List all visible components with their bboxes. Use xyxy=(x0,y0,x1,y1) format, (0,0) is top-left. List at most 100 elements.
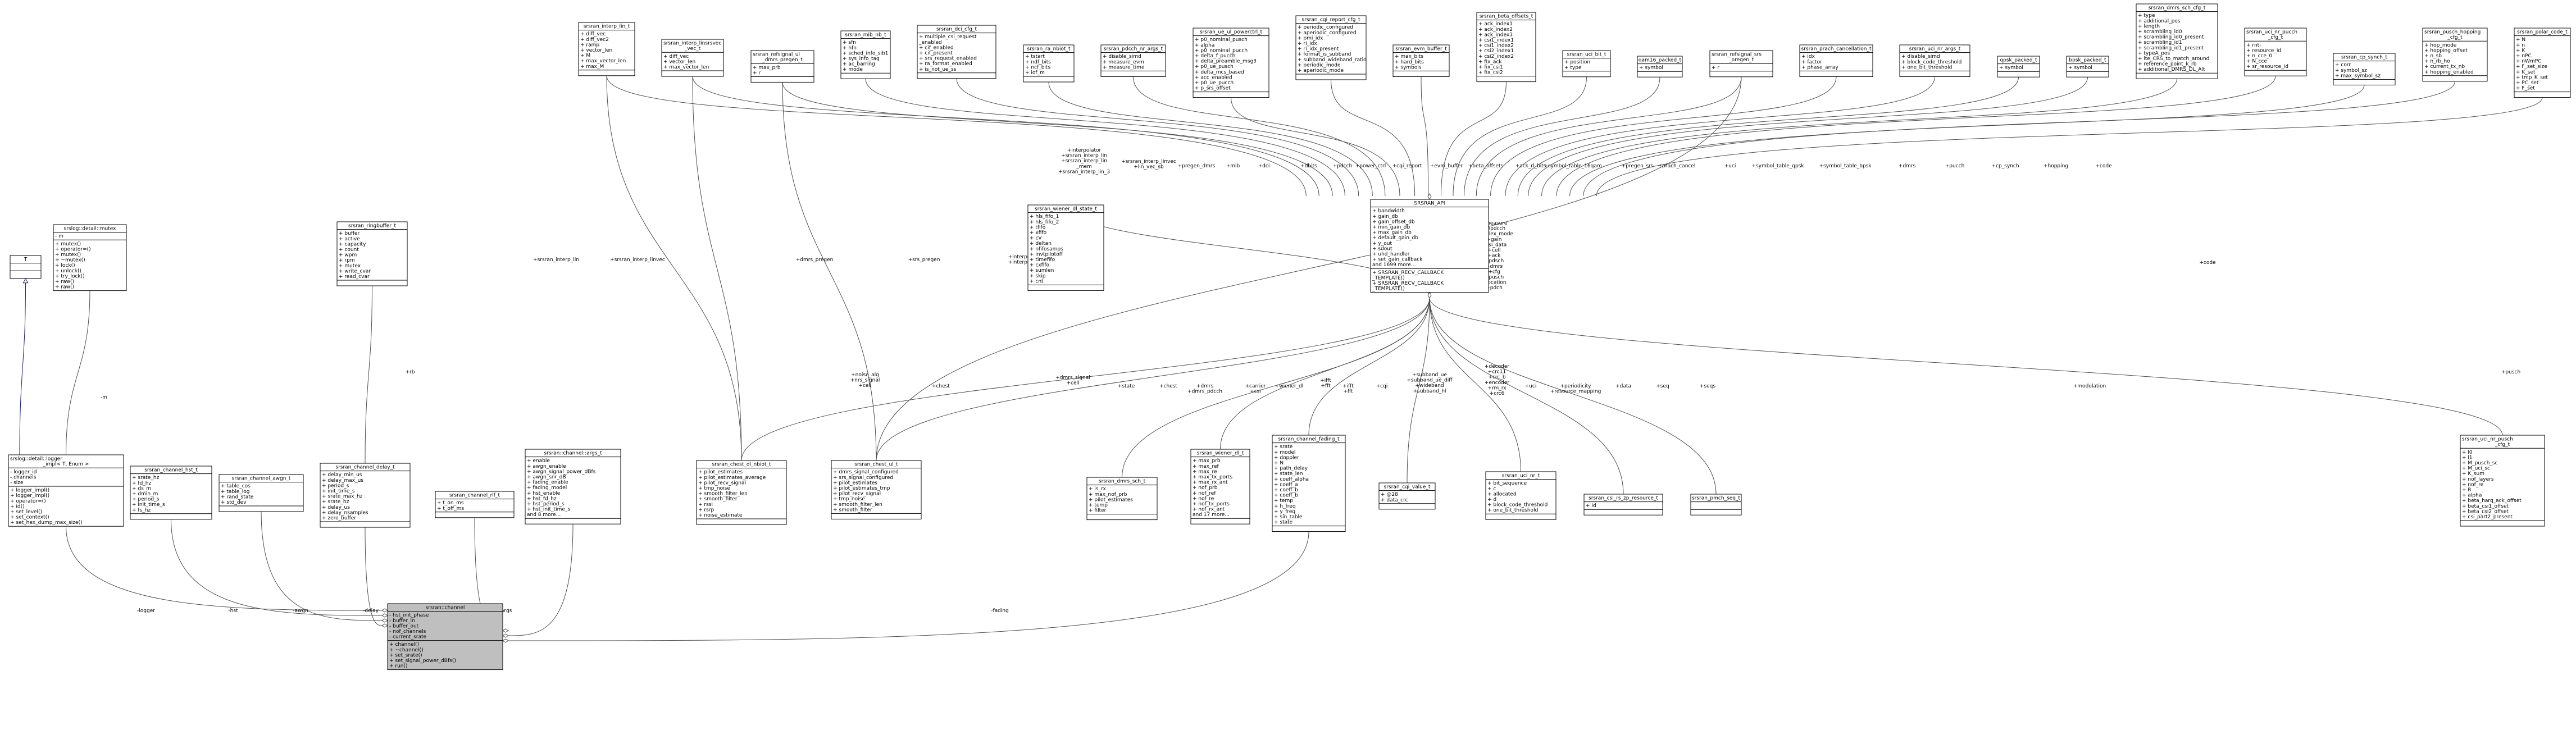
class-node-uci_nr_args[interactable]: srsran_uci_nr_args_t+ disable_simd+ bloc… xyxy=(1899,44,1970,77)
edge-label-lbl_data: +data xyxy=(1615,384,1631,389)
class-attribute: + sumlen xyxy=(1030,268,1054,273)
class-name: srsran_interp_linsrsvec xyxy=(663,41,721,47)
class-name: srsran_prach_cancellation_t xyxy=(1801,47,1871,52)
class-node-channel[interactable]: srsran::channel- hst_init_phase- buffer_… xyxy=(387,603,503,670)
edge-label-lbl_carrier: +carrier+csi xyxy=(1245,384,1266,395)
class-node-dci_cfg[interactable]: srsran_dci_cfg_t+ multiple_csi_request_e… xyxy=(917,25,996,79)
class-attribute: + pilot_estimates xyxy=(698,469,743,475)
class-attribute: + awgn_snr_dB xyxy=(527,474,566,480)
class-method: + logger_impl() xyxy=(10,493,49,499)
edge-label-text: +cqi xyxy=(1376,384,1388,389)
class-attribute: + p0_ue_pusch xyxy=(1195,64,1234,70)
edges-layer xyxy=(19,75,2543,643)
class-attribute: + phase_array xyxy=(1801,65,1838,70)
class-attribute: + length xyxy=(2138,24,2160,29)
class-node-qpsk_packed[interactable]: qpsk_packed_t+ symbol xyxy=(1997,56,2040,77)
class-node-ringbuffer[interactable]: srsran_ringbuffer_t+ buffer+ active+ cap… xyxy=(336,221,408,286)
edge-label-lbl_hopping: +hopping xyxy=(2043,163,2068,169)
edge-label-lbl_interp_lin: +interpolator+srsran_interp_lin+srsran_i… xyxy=(1058,148,1110,175)
class-attribute: + vector_len xyxy=(663,59,695,65)
class-node-chest_ul[interactable]: srsran_chest_ul_t+ dmrs_signal_configure… xyxy=(831,460,922,519)
edge-label-lbl_prach_cancel: +prach_cancel xyxy=(1658,163,1696,169)
class-attribute: + ack_index1 xyxy=(1478,21,1513,27)
class-node-cqi_report_cfg[interactable]: srsran_cqi_report_cfg_t+ periodic_config… xyxy=(1295,15,1367,80)
edge-label-text: +hopping xyxy=(2043,163,2068,169)
class-attribute: + hopping_enabled xyxy=(2424,70,2474,75)
class-node-cqi_value[interactable]: srsran_cqi_value_t+ @28+ data_crc xyxy=(1378,482,1436,510)
class-attribute: + state xyxy=(1274,520,1293,526)
class-attribute: - buffer_out xyxy=(389,623,419,629)
member-edge-mib_nb xyxy=(865,79,1345,197)
member-edge-channel-awgn xyxy=(261,511,383,621)
member-edge-refsignal_srs xyxy=(1476,76,1742,197)
class-node-chest_dl_nbiot[interactable]: srsran_chest_dl_nbiot_t+ pilot_estimates… xyxy=(696,460,787,525)
class-node-dmrs_sch_cfg[interactable]: srsran_dmrs_sch_cfg_t+ type+ additional_… xyxy=(2136,3,2218,79)
edge-label-text: +ifft xyxy=(1342,384,1354,389)
class-box xyxy=(8,454,124,527)
class-node-pusch_hopping[interactable]: srsran_pusch_hopping_cfg_t+ hop_mode+ ho… xyxy=(2422,28,2488,82)
class-attribute: + ndf_bits xyxy=(1025,60,1051,65)
class-node-wiener_dl_state[interactable]: srsran_wiener_dl_state_t+ hls_fifo_1+ hl… xyxy=(1027,204,1104,291)
class-node-template_t[interactable]: T xyxy=(10,255,42,279)
edge-label-text: +dmrs xyxy=(1486,264,1503,270)
class-attribute: + one_bit_threshold xyxy=(1487,508,1538,513)
class-node-hst[interactable]: srsran_channel_hst_t+ srate_hz+ fd_hz+ d… xyxy=(130,466,212,520)
class-attribute: + coeff_b xyxy=(1274,487,1298,493)
class-attribute: + pilot_recv_signal xyxy=(698,480,746,486)
class-node-ra_nbiot[interactable]: srsran_ra_nbiot_t+ tstart+ ndf_bits+ ncf… xyxy=(1023,44,1075,83)
class-attribute: + rssi xyxy=(698,502,713,508)
class-attribute: + r xyxy=(753,70,761,76)
class-node-pmch_seq[interactable]: srsran_pmch_seq_t xyxy=(1690,494,1742,515)
class-node-interp_linsrsvec[interactable]: srsran_interp_linsrsvec_vec_t+ diff_vec+… xyxy=(661,39,724,77)
class-box xyxy=(696,460,787,525)
edge-label-text: -awgn xyxy=(293,608,308,614)
class-node-mutex[interactable]: srslog::detail::mutex- m+ mutex()+ opera… xyxy=(53,224,127,291)
class-attribute: + delay_min_us xyxy=(322,472,362,478)
class-attribute: + alpha xyxy=(1195,43,1214,48)
member-edge-api-chest_ul xyxy=(876,298,1430,461)
class-box xyxy=(1997,56,2040,77)
class-node-polar_code[interactable]: srsran_polar_code_t+ N+ n+ K+ nPC+ nWmPC… xyxy=(2514,28,2571,98)
edge-label-text: +pucch xyxy=(1945,163,1965,169)
class-node-rlf[interactable]: srsran_channel_rlf_t+ t_on_ms+ t_off_ms xyxy=(435,491,515,518)
class-node-refsignal_ul_dmrs[interactable]: srsran_refsignal_ul_dmrs_pregen_t+ max_p… xyxy=(750,50,814,83)
class-node-qam16_packed[interactable]: qam16_packed_t+ symbol xyxy=(1637,56,1683,77)
class-node-logger[interactable]: srslog::detail::logger_impl< T, Enum >- … xyxy=(8,454,124,527)
edge-label-text: +csi_data xyxy=(1482,242,1507,248)
class-node-uci_bit[interactable]: srsran_uci_bit_t+ position+ type xyxy=(1562,50,1611,77)
edge-label-text: +decoder xyxy=(1485,364,1509,369)
class-name: srsran_mib_nb_t xyxy=(845,33,886,38)
class-node-bpsk_packed[interactable]: bpsk_packed_t+ symbol xyxy=(2066,56,2109,77)
class-node-args[interactable]: srsran::channel::args_t+ enable+ awgn_en… xyxy=(525,449,621,524)
class-node-csi_rs_zp[interactable]: srsran_csi_rs_zp_resource_t+ id xyxy=(1583,494,1663,515)
class-node-delay[interactable]: srsran_channel_delay_t+ delay_min_us+ de… xyxy=(320,463,411,528)
class-attribute: + p0_nominal_pucch xyxy=(1195,48,1248,53)
class-node-uci_nr_pucch[interactable]: srsran_uci_nr_pucch_cfg_t+ rnti+ resourc… xyxy=(2244,28,2307,76)
class-node-dmrs_sch[interactable]: srsran_dmrs_sch_t+ is_rx+ max_nof_prb+ p… xyxy=(1086,477,1158,521)
class-node-pdcch_nr_args[interactable]: srsran_pdcch_nr_args_t+ disable_simd+ me… xyxy=(1100,44,1166,77)
class-node-uci_nr_pusch[interactable]: srsran_uci_nr_pusch_cfg_t+ l0+ l1+ M_pus… xyxy=(2460,435,2545,527)
class-node-prach_cancel[interactable]: srsran_prach_cancellation_t+ idx+ factor… xyxy=(1799,44,1873,77)
class-node-cp_synch[interactable]: srsran_cp_synch_t+ corr+ symbol_sz+ max_… xyxy=(2333,53,2396,85)
edge-label-text: +cell xyxy=(1066,381,1079,386)
edge-label-text: +dbits xyxy=(1300,163,1317,169)
class-node-refsignal_srs[interactable]: srsran_refsignal_srs_pregen_t+ r xyxy=(1709,50,1773,77)
class-attribute: + typeA_pos xyxy=(2138,51,2170,56)
class-node-evm_buffer[interactable]: srsran_evm_buffer_t+ max_bits+ hard_bits… xyxy=(1392,44,1450,77)
edge-label-text: -logger xyxy=(137,608,155,614)
class-node-wiener_dl[interactable]: srsran_wiener_dl_t+ max_prb+ max_ref+ ma… xyxy=(1190,449,1250,524)
class-node-awgn[interactable]: srsran_channel_awgn_t+ table_cos+ table_… xyxy=(219,474,304,512)
edge-label-lbl_interp_lin_2: +srsran_interp_lin xyxy=(533,257,579,263)
class-node-mib_nb[interactable]: srsran_mib_nb_t+ sfn+ hfn+ sched_info_si… xyxy=(840,30,891,79)
class-node-api[interactable]: SRSRAN_API+ bandwidth+ gain_db+ gain_off… xyxy=(1370,199,1489,293)
class-attribute: + subband_wideband_ratio xyxy=(1298,57,1367,63)
class-box xyxy=(1023,44,1075,83)
class-name: SRSRAN_API xyxy=(1414,201,1445,207)
edge-label-text: +dmrs_signal xyxy=(1055,375,1090,381)
class-attribute: + nPC xyxy=(2516,53,2532,59)
class-node-uci_nr[interactable]: srsran_uci_nr_t+ bit_sequence+ c+ alloca… xyxy=(1485,471,1556,520)
class-node-interp_lin[interactable]: srsran_interp_lin_t+ diff_vec+ diff_vec2… xyxy=(578,22,635,76)
class-node-beta_offsets[interactable]: srsran_beta_offsets_t+ ack_index1+ ack_i… xyxy=(1476,12,1536,83)
class-node-ue_ul_powerctrl[interactable]: srsran_ue_ul_powerctrl_t+ p0_nominal_pus… xyxy=(1193,28,1269,98)
class-node-fading[interactable]: srsran_channel_fading_t+ srate+ model+ d… xyxy=(1272,435,1346,532)
